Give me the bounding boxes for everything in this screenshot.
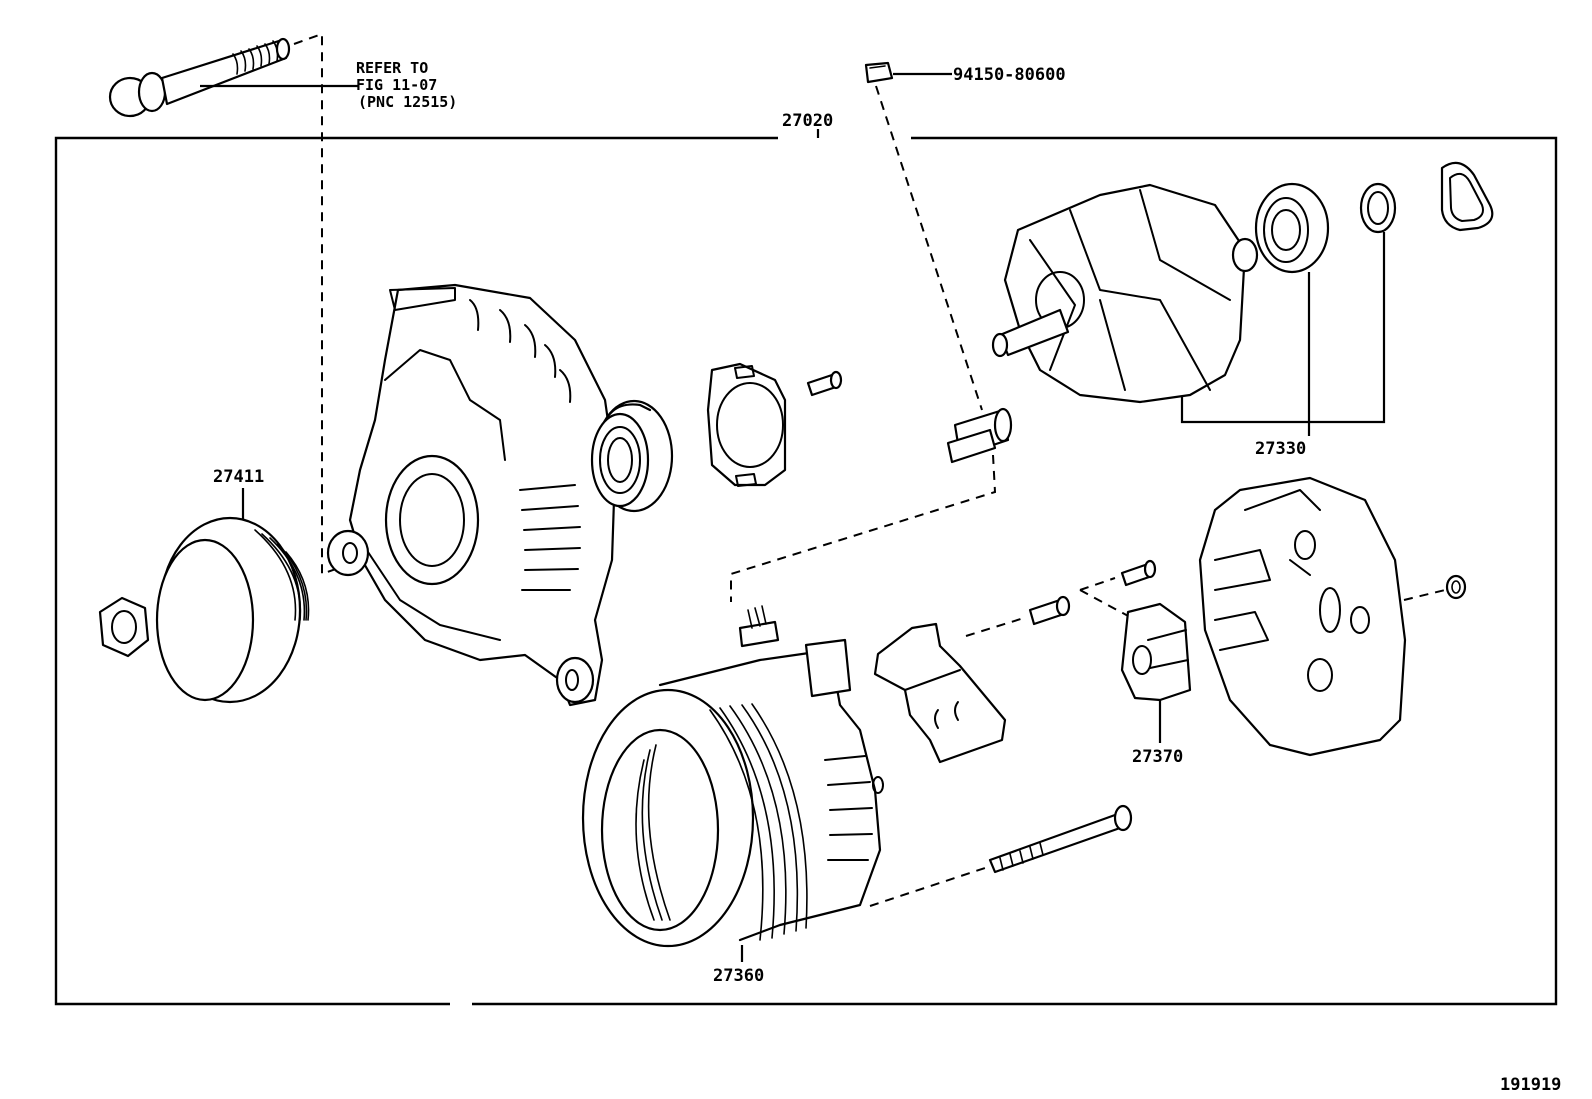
reference-note: REFER TO FIG 11-07 (PNC 12515) — [356, 59, 457, 111]
svg-text:(PNC 12515): (PNC 12515) — [358, 93, 457, 111]
terminal-nut[interactable] — [864, 61, 894, 84]
bearing-retainer-plate[interactable] — [706, 362, 787, 487]
alternator-pulley[interactable] — [155, 516, 310, 704]
assembly-frame — [54, 129, 1558, 1006]
stator-housing[interactable] — [581, 605, 884, 948]
label-27360[interactable]: 27360 — [713, 966, 764, 986]
label-27370[interactable]: 27370 — [1132, 747, 1183, 767]
rear-cover-nut[interactable] — [1445, 574, 1467, 600]
label-27020[interactable]: 27020 — [782, 111, 833, 131]
bearing-cover[interactable] — [1440, 161, 1494, 232]
bearing-washer[interactable] — [1359, 182, 1397, 234]
through-bolt[interactable] — [988, 804, 1133, 874]
retainer-screw[interactable] — [806, 370, 843, 397]
front-bearing[interactable] — [590, 399, 674, 513]
mounting-bolt[interactable] — [108, 37, 291, 118]
label-27330[interactable]: 27330 — [1255, 439, 1306, 459]
brush-holder[interactable] — [1120, 602, 1192, 702]
rear-end-cover[interactable] — [1198, 476, 1407, 757]
rear-bearing[interactable] — [1254, 182, 1330, 274]
svg-text:FIG 11-07: FIG 11-07 — [356, 76, 437, 94]
brush-holder-screw[interactable] — [1120, 559, 1157, 587]
pulley-nut[interactable] — [98, 596, 150, 658]
figure-number: 191919 — [1500, 1075, 1561, 1095]
svg-text:REFER TO: REFER TO — [356, 59, 428, 77]
rotor[interactable] — [991, 183, 1259, 404]
plate-screw[interactable] — [1028, 595, 1071, 626]
label-27411[interactable]: 27411 — [213, 467, 264, 487]
terminal-insulator[interactable] — [946, 407, 1013, 464]
insulator-plate[interactable] — [873, 622, 1007, 764]
label-94150-80600[interactable]: 94150-80600 — [953, 65, 1066, 85]
drive-end-frame[interactable] — [326, 283, 617, 707]
